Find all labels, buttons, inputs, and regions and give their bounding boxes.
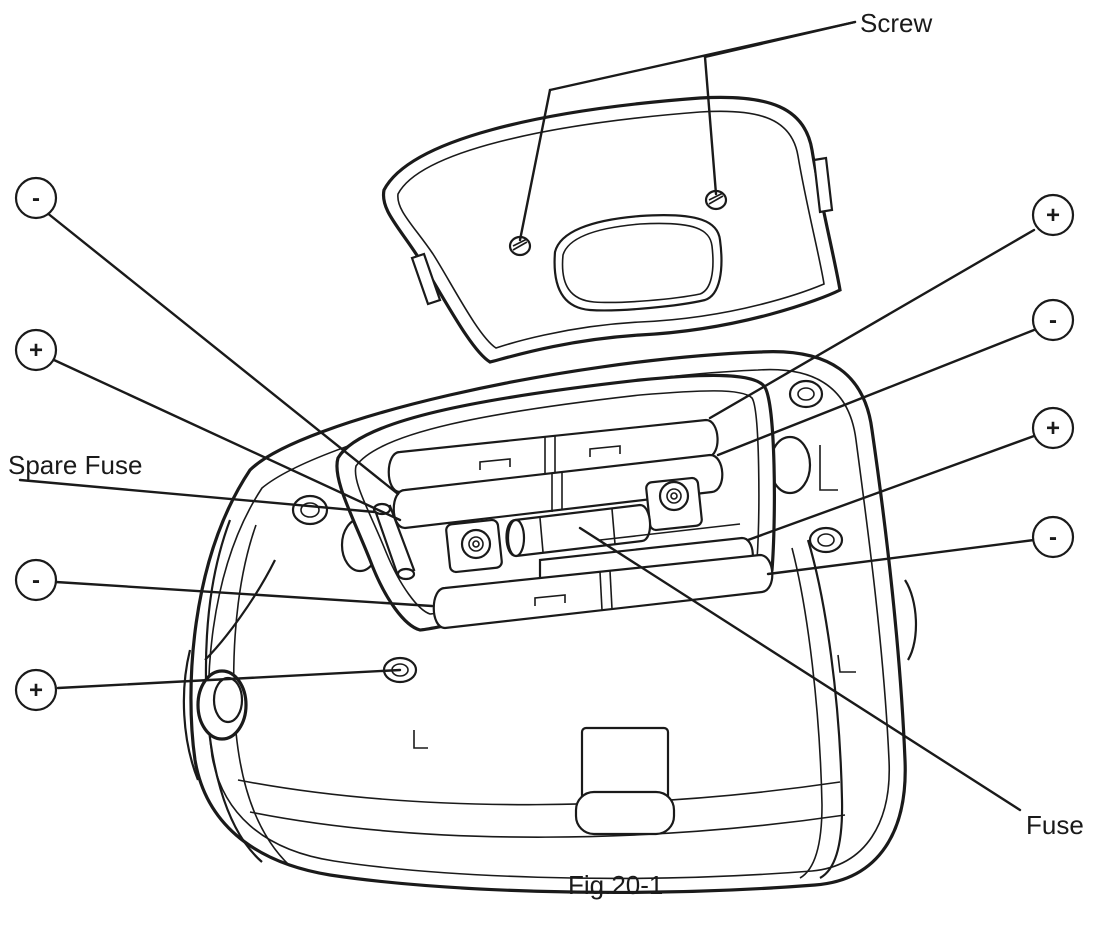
polarity-marker-left-second: +	[14, 328, 58, 372]
svg-text:-: -	[32, 185, 40, 212]
polarity-marker-left-bottom: +	[14, 668, 58, 712]
screw-label: Screw	[860, 8, 932, 38]
fuse-holder	[445, 476, 703, 574]
polarity-marker-right-bottom: -	[1031, 515, 1075, 559]
svg-text:+: +	[29, 677, 43, 704]
polarity-marker-left-top: -	[14, 176, 58, 220]
svg-text:-: -	[32, 567, 40, 594]
polarity-marker-right-second: -	[1031, 298, 1075, 342]
figure-caption: Fig.20-1	[568, 870, 663, 900]
svg-text:+: +	[1046, 202, 1060, 229]
svg-text:-: -	[1049, 307, 1057, 334]
polarity-marker-right-top: +	[1031, 193, 1075, 237]
svg-text:-: -	[1049, 524, 1057, 551]
battery-row-second	[392, 453, 724, 530]
svg-text:+: +	[1046, 415, 1060, 442]
battery-row-bottom	[432, 553, 774, 630]
polarity-marker-right-third: +	[1031, 406, 1075, 450]
spare-fuse	[372, 502, 416, 581]
battery-cover	[381, 95, 842, 364]
fuse-label: Fuse	[1026, 810, 1084, 840]
svg-text:+: +	[29, 337, 43, 364]
battery-compartment	[335, 373, 776, 632]
leader-lines	[18, 20, 1036, 812]
spare-fuse-label: Spare Fuse	[8, 450, 142, 480]
cover-screw-right	[704, 189, 728, 211]
polarity-marker-left-third: -	[14, 558, 58, 602]
